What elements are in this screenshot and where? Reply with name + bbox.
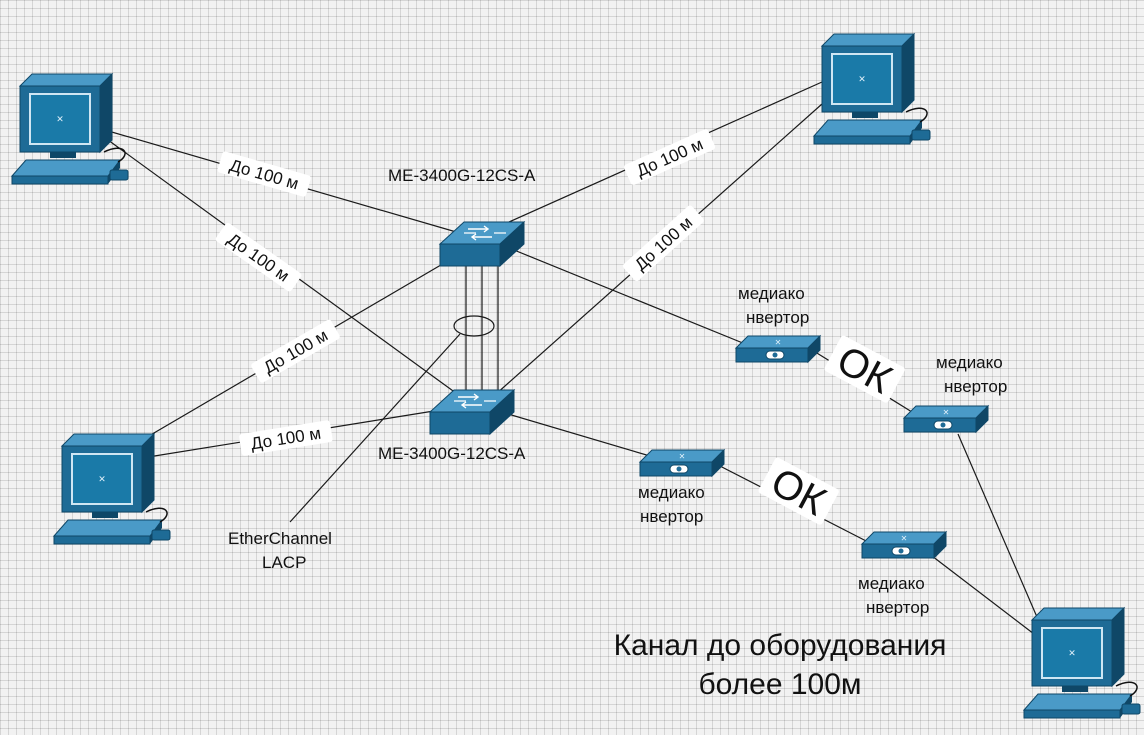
media-converter-icon[interactable] (903, 405, 989, 433)
switch-icon[interactable] (429, 389, 515, 435)
media-converter-4-label-line1: медиако (858, 574, 925, 593)
distance-label-pc2-bottom: До 100 м (631, 213, 696, 274)
media-converter-icon[interactable] (735, 335, 821, 363)
media-converter-4-label-line2: нвертор (866, 598, 929, 617)
switch-icon[interactable] (439, 221, 525, 267)
media-converter-1-label-line1: медиако (738, 284, 805, 303)
media-converter-2-label-line1: медиако (936, 353, 1003, 372)
media-converter-icon[interactable] (861, 531, 947, 559)
media-converter-3-label-line2: нвертор (640, 507, 703, 526)
caption-line1: Канал до оборудования (614, 629, 947, 662)
etherchannel-ring (453, 315, 495, 337)
distance-label-pc3-top: До 100 м (260, 326, 331, 378)
link-sw-bottom-mc3 (507, 413, 651, 457)
link-mc4-pc4 (931, 555, 1035, 635)
media-converter-3-label-line1: медиако (638, 483, 705, 502)
computer-icon[interactable] (53, 433, 171, 545)
link-sw-top-mc1 (513, 249, 761, 351)
switch-bottom-label: ME-3400G-12CS-A (378, 444, 526, 463)
etherchannel-label-line1: EtherChannel (228, 529, 332, 548)
distance-label-pc1-top: До 100 м (228, 156, 301, 194)
ok-labels: ОК ОК (758, 335, 905, 525)
computer-icon[interactable] (813, 33, 931, 145)
media-converter-2-label-line2: нвертор (944, 377, 1007, 396)
etherchannel-pointer (289, 333, 461, 523)
computer-icon[interactable] (11, 73, 129, 185)
media-converter-icon[interactable] (639, 449, 725, 477)
switch-top-label: ME-3400G-12CS-A (388, 166, 536, 185)
computer-icon[interactable] (1023, 607, 1141, 719)
etherchannel-label-line2: LACP (262, 553, 306, 572)
link-mc2-pc4 (957, 433, 1041, 625)
distance-label-pc1-bottom: До 100 м (224, 230, 293, 286)
media-converter-1-label-line2: нвертор (746, 308, 809, 327)
caption-line2: более 100м (698, 668, 861, 701)
